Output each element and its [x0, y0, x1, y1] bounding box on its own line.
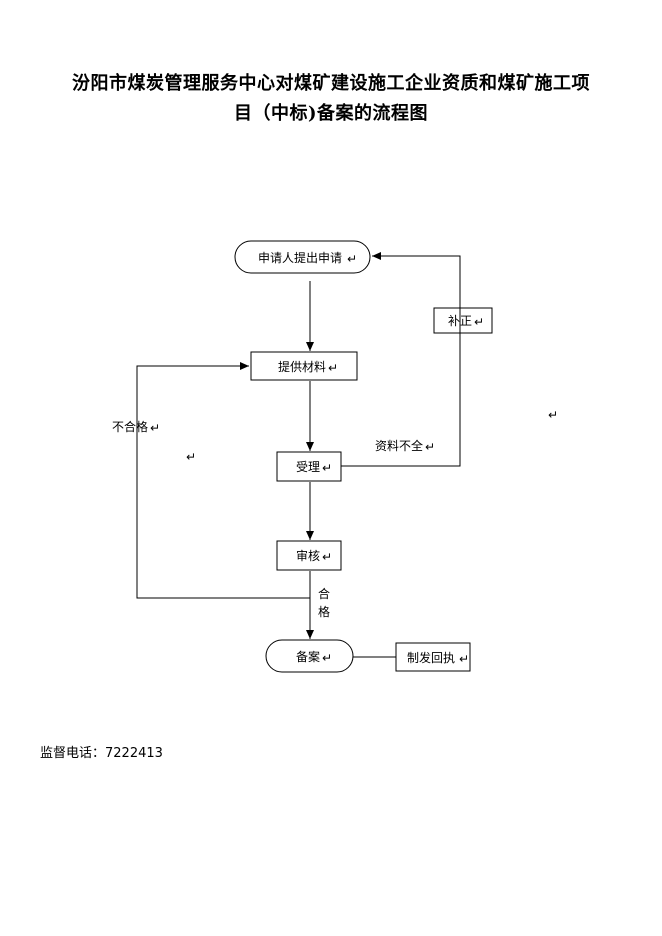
paragraph-mark: ↵: [186, 450, 196, 464]
paragraph-mark: ↵: [328, 361, 338, 375]
paragraph-mark: ↵: [459, 652, 469, 666]
label-qualified-2: 格: [318, 604, 330, 619]
node-apply: 申请人提出申请 ↵: [234, 240, 371, 274]
supervision-phone-label: 监督电话：: [40, 746, 106, 761]
paragraph-mark: ↵: [322, 651, 332, 665]
node-materials: 提供材料 ↵: [250, 351, 358, 381]
node-materials-label: 提供材料: [278, 359, 326, 374]
node-apply-label: 申请人提出申请: [258, 250, 342, 265]
node-record: 备案 ↵: [265, 639, 354, 673]
page-title-line-2: 目（中标)备案的流程图: [233, 103, 428, 124]
label-incomplete: 资料不全: [375, 438, 423, 453]
label-qualified-1: 合: [318, 586, 330, 601]
node-review-label: 审核: [296, 548, 320, 563]
arrow-incomplete-loop: [341, 252, 461, 467]
node-accept: 受理 ↵: [276, 451, 342, 482]
paragraph-mark: ↵: [347, 252, 357, 266]
paragraph-mark: ↵: [425, 440, 435, 454]
node-record-label: 备案: [296, 649, 320, 664]
paragraph-mark: ↵: [322, 461, 332, 475]
supervision-phone-number: 7222413: [105, 746, 163, 761]
paragraph-mark: ↵: [322, 550, 332, 564]
supervision-phone: 监督电话：7222413: [40, 742, 163, 761]
paragraph-mark: ↵: [150, 421, 160, 435]
node-receipt-label: 制发回执: [407, 650, 455, 665]
node-correction: 补正 ↵: [433, 307, 493, 334]
node-receipt: 制发回执 ↵: [395, 642, 471, 672]
paragraph-mark: ↵: [474, 315, 484, 329]
paragraph-mark: ↵: [548, 408, 558, 422]
label-not-qualified: 不合格: [112, 419, 148, 434]
node-accept-label: 受理: [296, 460, 320, 474]
arrow-not-qualified-loop: [136, 362, 310, 599]
page-title-line-1: 汾阳市煤炭管理服务中心对煤矿建设施工企业资质和煤矿施工项: [72, 73, 590, 94]
node-review: 审核 ↵: [276, 540, 342, 571]
